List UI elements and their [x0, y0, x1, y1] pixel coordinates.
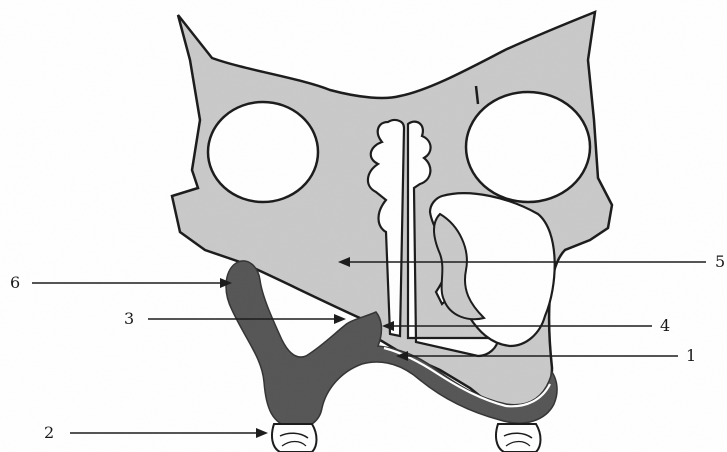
label-3: 3	[124, 311, 134, 327]
left-orbit	[208, 102, 318, 202]
left-tooth-icon	[272, 424, 317, 452]
label-5: 5	[715, 254, 725, 270]
arrowhead-3-icon	[334, 314, 346, 324]
label-6: 6	[10, 275, 20, 291]
label-4: 4	[660, 318, 670, 334]
right-tooth-icon	[496, 424, 541, 452]
arrowhead-2-icon	[256, 428, 268, 438]
label-1: 1	[686, 348, 696, 364]
label-2: 2	[44, 425, 54, 441]
right-orbit	[466, 92, 590, 202]
